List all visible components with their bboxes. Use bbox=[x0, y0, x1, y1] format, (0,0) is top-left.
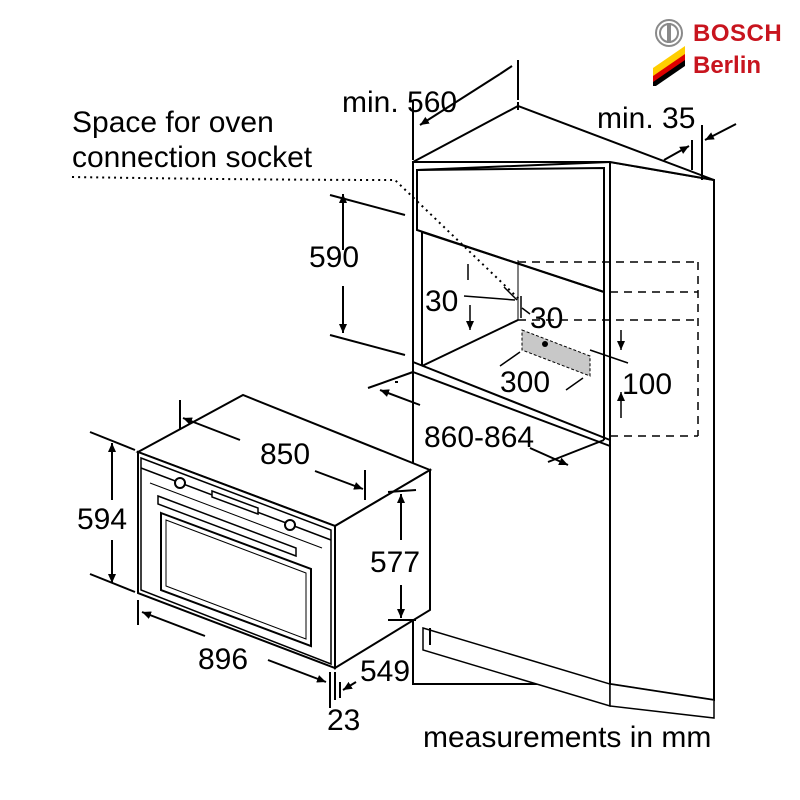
dim-23: 23 bbox=[327, 704, 361, 737]
brand-city: Berlin bbox=[693, 52, 762, 79]
dim-min-560: min. 560 bbox=[342, 86, 458, 119]
dim-590: 590 bbox=[309, 241, 360, 274]
socket-box bbox=[521, 329, 591, 377]
bosch-berlin-logo: BOSCH Berlin bbox=[651, 18, 791, 86]
dim-min-35: min. 35 bbox=[597, 102, 696, 135]
cabinet-dimensions bbox=[329, 60, 737, 466]
dim-300: 300 bbox=[500, 366, 551, 399]
oven bbox=[135, 393, 433, 670]
dim-30-left: 30 bbox=[425, 285, 459, 318]
oven-dimensions bbox=[89, 400, 431, 708]
tall-cabinet bbox=[412, 102, 715, 719]
dim-594: 594 bbox=[77, 503, 128, 536]
dim-100: 100 bbox=[622, 368, 673, 401]
brand-name: BOSCH bbox=[693, 20, 783, 47]
niche-hidden-edges bbox=[518, 261, 699, 437]
units-note: measurements in mm bbox=[423, 721, 712, 754]
dim-850: 850 bbox=[260, 438, 311, 471]
dim-549: 549 bbox=[360, 655, 411, 688]
dim-30-right: 30 bbox=[530, 302, 564, 335]
dim-577: 577 bbox=[370, 546, 421, 579]
bosch-armature-icon bbox=[653, 19, 685, 86]
dim-896: 896 bbox=[198, 643, 249, 676]
socket-label-line2: connection socket bbox=[72, 141, 313, 174]
socket-label-line1: Space for oven bbox=[72, 106, 274, 139]
dim-860-864: 860-864 bbox=[424, 421, 535, 454]
